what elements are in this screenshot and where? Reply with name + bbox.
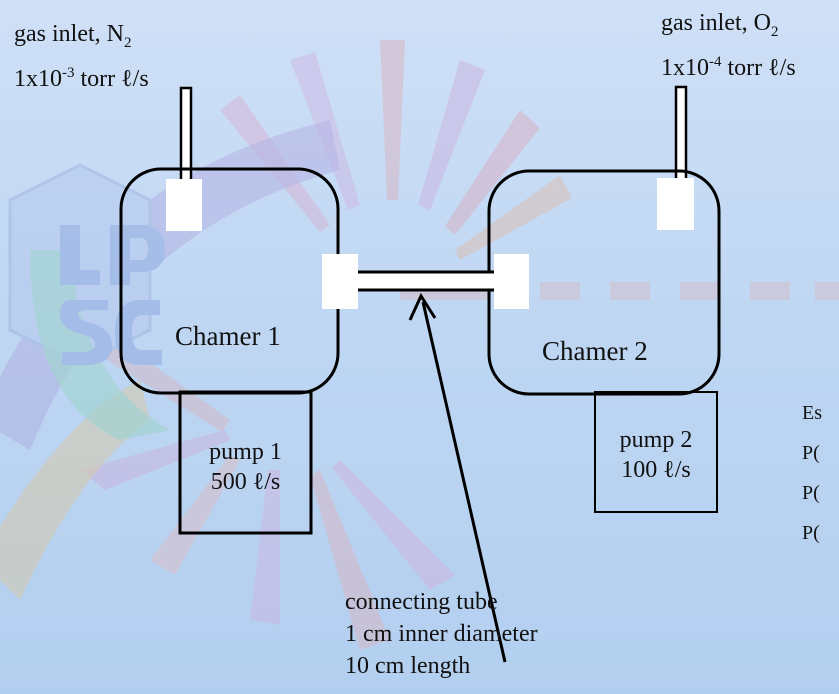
tube-label: connecting tube 1 cm inner diameter 10 c… (345, 586, 538, 682)
logo-letters-mark (60, 225, 165, 365)
tube-port-chamber-2 (494, 254, 529, 309)
tube-arrow-line (421, 301, 507, 663)
n2-inlet-port (166, 179, 202, 231)
side-text-line: P( (802, 442, 820, 464)
side-text-line: P( (802, 522, 820, 544)
n2-inlet-name: gas inlet, N2 (14, 21, 132, 51)
n2-inlet-label: gas inlet, N2 1x10-3 torr ℓ/s (14, 19, 149, 94)
side-text-clipped: Es P( P( P( (802, 393, 822, 553)
tube-label-line-1: connecting tube (345, 589, 498, 615)
pump-2-name: pump 2 (619, 427, 693, 453)
pump-1-name: pump 1 (209, 439, 282, 465)
yellow-swoosh (0, 380, 150, 600)
side-text-line: Es (802, 402, 822, 424)
chamber-1-outline (119, 167, 340, 395)
connecting-tube (338, 270, 502, 292)
o2-inlet-rate: 1x10-4 torr ℓ/s (661, 53, 796, 81)
chamber-2-label: Chamer 2 (542, 336, 648, 366)
o2-inlet-port (657, 178, 694, 230)
pump-2-box (594, 391, 718, 513)
n2-inlet-rate: 1x10-3 torr ℓ/s (14, 64, 149, 92)
chamber-1-label: Chamer 1 (175, 321, 281, 351)
green-swoosh (30, 250, 170, 440)
o2-inlet-label: gas inlet, O2 1x10-4 torr ℓ/s (661, 8, 796, 83)
o2-inlet-name: gas inlet, O2 (661, 10, 779, 40)
side-text-line: P( (802, 482, 820, 504)
pump-2-speed: 100 ℓ/s (621, 457, 691, 483)
tube-label-line-3: 10 cm length (345, 653, 471, 679)
tube-label-line-2: 1 cm inner diameter (345, 621, 538, 647)
tube-arrow-head (408, 292, 437, 321)
pump-2-label: pump 2 100 ℓ/s (595, 425, 717, 485)
n2-inlet-pipe (179, 86, 193, 190)
tube-port-chamber-1 (322, 254, 358, 309)
pump-1-speed: 500 ℓ/s (210, 469, 281, 495)
pump-1-label: pump 1 500 ℓ/s (180, 437, 311, 497)
